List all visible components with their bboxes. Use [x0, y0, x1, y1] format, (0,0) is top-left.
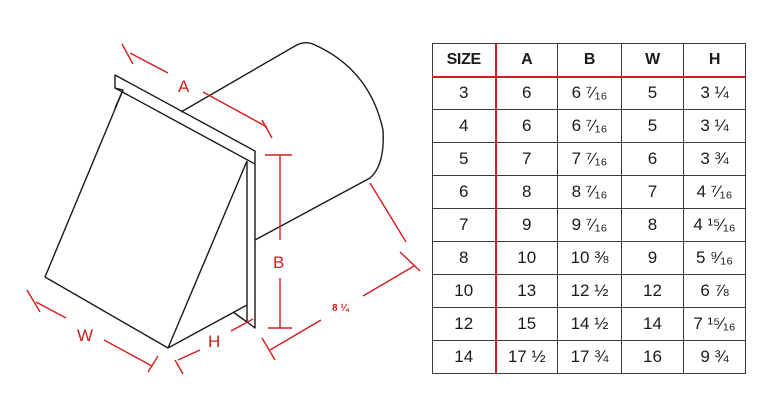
cell-w: 7 [621, 175, 684, 209]
cell-h: 3 ¼ [683, 109, 746, 143]
cell-a: 17 ½ [495, 340, 558, 374]
table-row: 12 15 14 ½ 14 7 ¹⁵⁄₁₆ [432, 307, 746, 341]
cell-size: 6 [432, 175, 497, 209]
header-a: A [495, 43, 558, 78]
vent-hood-diagram: A B W H 8 ¼ [26, 42, 421, 375]
header-b: B [557, 43, 622, 78]
cell-h: 3 ¾ [683, 142, 746, 176]
cell-a: 7 [495, 142, 558, 176]
table-row: 4 6 6 ⁷⁄₁₆ 5 3 ¼ [432, 109, 746, 143]
cell-w: 5 [621, 109, 684, 143]
cell-w: 8 [621, 208, 684, 242]
table-row: 6 8 8 ⁷⁄₁₆ 7 4 ⁷⁄₁₆ [432, 175, 746, 209]
cell-w: 6 [621, 142, 684, 176]
dimension-labels: A B W H 8 ¼ [77, 77, 349, 351]
cell-b: 14 ½ [557, 307, 622, 341]
cell-b: 12 ½ [557, 274, 622, 308]
label-h: H [208, 332, 220, 351]
cell-h: 4 ⁷⁄₁₆ [683, 175, 746, 209]
table-row: 8 10 10 ⅜ 9 5 ⁹⁄₁₆ [432, 241, 746, 275]
dimension-lines [26, 43, 421, 375]
label-depth: 8 ¼ [332, 303, 349, 314]
hood-front-face [44, 89, 248, 349]
cell-size: 12 [432, 307, 497, 341]
header-w: W [621, 43, 684, 78]
cell-w: 14 [621, 307, 684, 341]
cell-size: 8 [432, 241, 497, 275]
vent-outline [44, 42, 384, 349]
cell-h: 6 ⅞ [683, 274, 746, 308]
table-row: 3 6 6 ⁷⁄₁₆ 5 3 ¼ [432, 76, 746, 110]
cell-a: 6 [495, 76, 558, 110]
table-row: 10 13 12 ½ 12 6 ⅞ [432, 274, 746, 308]
label-b: B [273, 253, 284, 272]
cell-b: 9 ⁷⁄₁₆ [557, 208, 622, 242]
cell-a: 8 [495, 175, 558, 209]
cell-b: 10 ⅜ [557, 241, 622, 275]
table-row: 14 17 ½ 17 ¾ 16 9 ¾ [432, 340, 746, 374]
cell-w: 5 [621, 76, 684, 110]
cell-a: 15 [495, 307, 558, 341]
cell-size: 10 [432, 274, 497, 308]
cell-w: 16 [621, 340, 684, 374]
duct-cylinder [180, 42, 384, 241]
cell-size: 3 [432, 76, 497, 110]
cell-b: 6 ⁷⁄₁₆ [557, 109, 622, 143]
cell-size: 4 [432, 109, 497, 143]
cell-b: 6 ⁷⁄₁₆ [557, 76, 622, 110]
label-w: W [77, 326, 93, 345]
back-plate [246, 161, 256, 329]
table-row: 7 9 9 ⁷⁄₁₆ 8 4 ¹⁵⁄₁₆ [432, 208, 746, 242]
cell-a: 10 [495, 241, 558, 275]
cell-size: 7 [432, 208, 497, 242]
cell-h: 9 ¾ [683, 340, 746, 374]
cell-size: 14 [432, 340, 497, 374]
cell-a: 9 [495, 208, 558, 242]
cell-h: 5 ⁹⁄₁₆ [683, 241, 746, 275]
cell-a: 6 [495, 109, 558, 143]
table-header-row: SIZE A B W H [432, 43, 746, 78]
label-a: A [178, 77, 190, 96]
cell-a: 13 [495, 274, 558, 308]
cell-h: 7 ¹⁵⁄₁₆ [683, 307, 746, 341]
cell-size: 5 [432, 142, 497, 176]
header-size: SIZE [432, 43, 497, 78]
cell-h: 3 ¼ [683, 76, 746, 110]
size-specification-table: SIZE A B W H 3 6 6 ⁷⁄₁₆ 5 3 ¼ 4 6 6 ⁷⁄₁₆… [432, 43, 746, 374]
cell-b: 8 ⁷⁄₁₆ [557, 175, 622, 209]
cell-w: 9 [621, 241, 684, 275]
cell-w: 12 [621, 274, 684, 308]
cell-b: 7 ⁷⁄₁₆ [557, 142, 622, 176]
cell-b: 17 ¾ [557, 340, 622, 374]
cell-h: 4 ¹⁵⁄₁₆ [683, 208, 746, 242]
header-h: H [683, 43, 746, 78]
table-row: 5 7 7 ⁷⁄₁₆ 6 3 ¾ [432, 142, 746, 176]
